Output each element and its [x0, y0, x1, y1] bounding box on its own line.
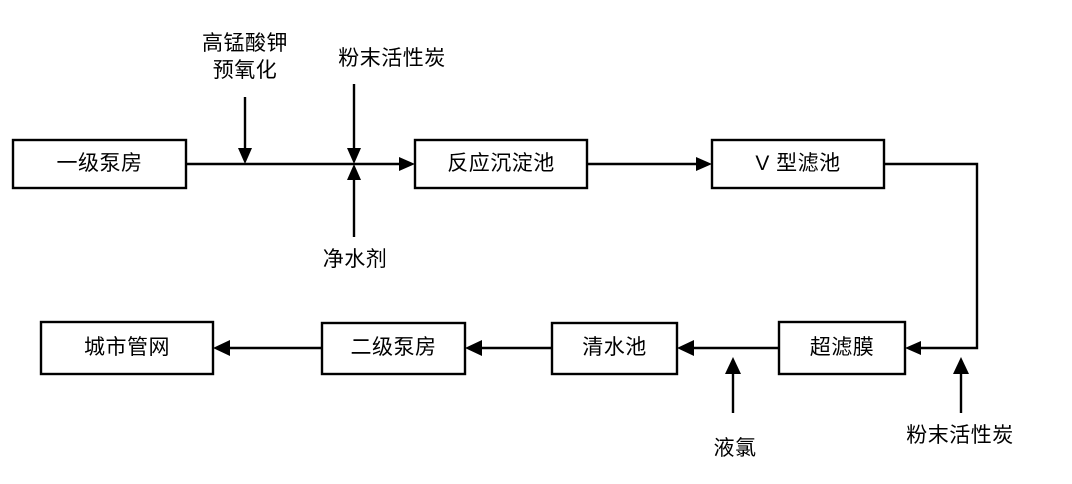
connector-vfilter-to-ultrafiltration-path — [884, 162, 979, 350]
node-city-pipe-network-label: 城市管网 — [84, 335, 170, 359]
node-primary-pump-house-label: 一级泵房 — [56, 151, 143, 175]
node-reaction-sedimentation-tank-label: 反应沉淀池 — [447, 151, 555, 175]
label-powdered-activated-carbon-top: 粉末活性炭 — [338, 47, 446, 70]
arrowhead-into-ultrafiltration-membrane — [905, 341, 921, 355]
arrowhead-chlorine-dose — [725, 357, 741, 374]
label-liquid-chlorine: 液氯 — [713, 437, 757, 460]
node-v-type-filter-box[interactable] — [710, 138, 886, 190]
node-secondary-pump-house-label: 二级泵房 — [350, 336, 437, 360]
node-city-pipe-network-box[interactable] — [39, 320, 215, 376]
label-potassium-permanganate-preoxidation: 高锰酸钾 预氧化 — [202, 32, 288, 83]
node-clear-water-tank-box[interactable] — [550, 321, 679, 376]
node-ultrafiltration-membrane-label: 超滤膜 — [809, 335, 875, 359]
arrowhead-into-clear-water-tank — [677, 340, 694, 356]
node-clear-water-tank-label: 清水池 — [582, 336, 647, 360]
arrowhead-into-city-pipe-network — [213, 340, 230, 356]
label-water-purifying-agent: 净水剂 — [322, 248, 388, 271]
arrowhead-into-secondary-pump-house — [465, 340, 482, 356]
arrowhead-pac-top-dose — [347, 148, 361, 164]
node-v-type-filter-label: V 型滤池 — [755, 151, 841, 175]
label-powdered-activated-carbon-bottom: 粉末活性炭 — [906, 424, 1014, 447]
arrowhead-permanganate-dose — [238, 148, 252, 164]
arrowhead-into-reaction-tank — [399, 157, 415, 171]
node-reaction-sedimentation-tank-box[interactable] — [413, 138, 589, 190]
arrowhead-pac-bottom-dose — [953, 357, 969, 374]
arrowhead-into-v-type-filter — [696, 157, 712, 171]
arrowhead-purifier-dose — [347, 164, 361, 180]
node-primary-pump-house-box[interactable] — [11, 138, 188, 190]
